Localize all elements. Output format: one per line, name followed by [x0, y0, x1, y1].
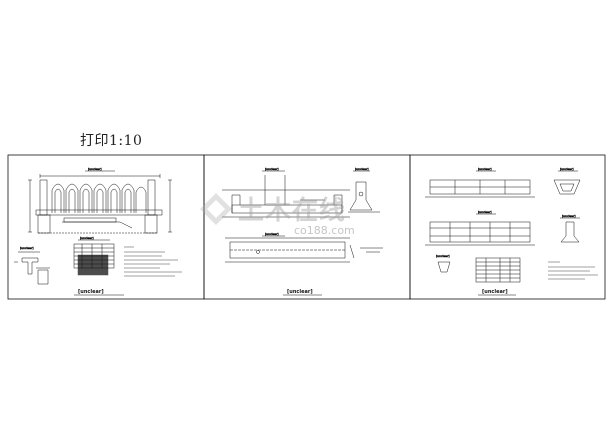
sheet-3-view-title-a: [unclear]: [478, 167, 492, 171]
sheet-2-frame: [203, 154, 411, 300]
sheet-2-caption: [unclear]: [287, 289, 313, 295]
sheet-3-notes: [548, 261, 598, 280]
sheet-1-content: [unclear]: [14, 167, 182, 285]
sheet-frames: [7, 154, 606, 300]
sheet-3-view-title-e: [unclear]: [436, 254, 450, 258]
sheet-2-view-title-a: [unclear]: [265, 167, 279, 171]
sheet-3-caption: [unclear]: [482, 289, 508, 295]
sheet-1-frame: [7, 154, 205, 300]
print-scale-label: 打印1:10: [80, 133, 143, 149]
sheet-3-frame: [409, 154, 606, 300]
sheet-3-view-title-d: [unclear]: [562, 214, 576, 218]
sheet-1-caption: [unclear]: [78, 289, 104, 295]
sheet-1-view-title: [unclear]: [88, 167, 102, 171]
sheet-3-table: [475, 257, 521, 283]
sheet-2-view-title-b: [unclear]: [355, 167, 369, 171]
sheet-3-content: [unclear] [unclear] [unclear] [unclear] …: [425, 167, 598, 283]
sheet-1-detail-label-b: [unclear]: [20, 246, 34, 250]
sheet-2-view-title-c: [unclear]: [265, 232, 279, 236]
sheet-3-view-title-b: [unclear]: [478, 210, 492, 214]
sheet-1-detail-label-a: [unclear]: [80, 236, 94, 240]
sheet-2-content: [unclear] [unclear] [unclear]: [222, 167, 383, 263]
sheet-3-view-title-c: [unclear]: [560, 167, 574, 171]
sheet-1-notes: [124, 246, 182, 277]
